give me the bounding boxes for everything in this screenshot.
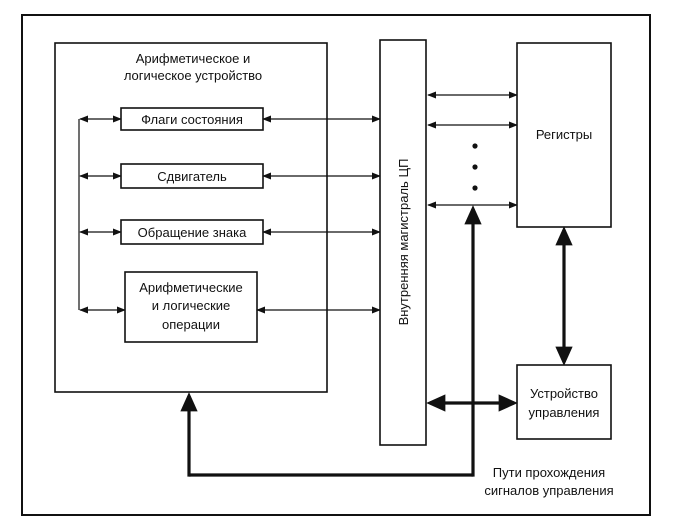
ops-label-line1: Арифметические: [139, 280, 243, 295]
control-unit-label-line2: управления: [529, 405, 600, 420]
ops-label-line2: и логические: [152, 298, 231, 313]
ellipsis-dot-2: [472, 164, 478, 170]
internal-bus: [379, 39, 427, 446]
flags-label: Флаги состояния: [141, 112, 243, 127]
sign-box: [120, 219, 264, 245]
ellipsis-dot-3: [472, 185, 478, 191]
alu-title-line1: Арифметическое и: [136, 51, 250, 66]
alu-title-line2: логическое устройство: [124, 68, 262, 83]
sign-label: Обращение знака: [138, 225, 247, 240]
shifter-label: Сдвигатель: [157, 169, 227, 184]
registers-label: Регистры: [536, 127, 592, 142]
control-paths-label-line2: сигналов управления: [484, 483, 613, 498]
control-paths-label-line1: Пути прохождения: [493, 465, 605, 480]
shifter-box: [120, 163, 264, 189]
control-unit-label-line1: Устройство: [530, 386, 598, 401]
control-unit-box: [516, 364, 612, 440]
outer-frame: [21, 14, 651, 516]
ops-label-line3: операции: [162, 317, 220, 332]
internal-bus-label: Внутренняя магистраль ЦП: [396, 159, 411, 326]
ellipsis-dot-1: [472, 143, 478, 149]
registers-box: [516, 42, 612, 228]
